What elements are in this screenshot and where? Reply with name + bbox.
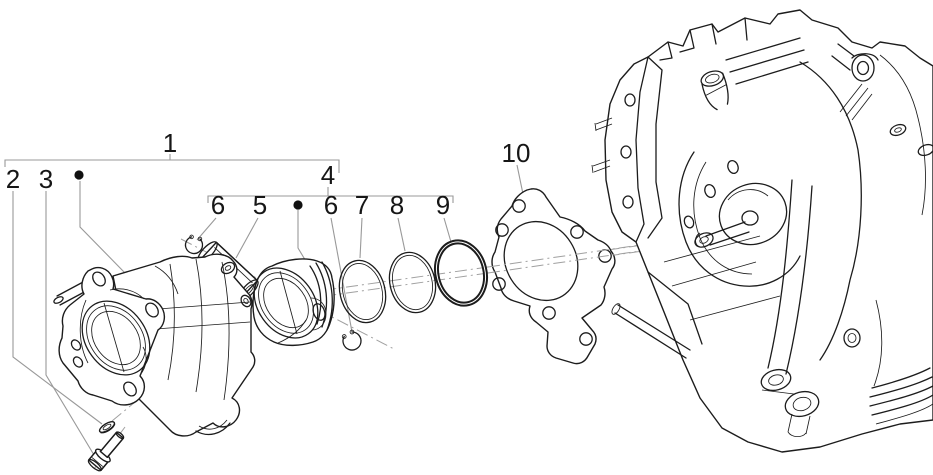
leader-6-first — [196, 217, 217, 241]
cylinder-bore — [81, 300, 151, 376]
gasket-outline — [491, 188, 616, 365]
piston-crown — [253, 267, 319, 339]
bullet-marker-1 — [74, 170, 84, 180]
leader-bullet-1 — [79, 181, 127, 275]
compression-ring-1-drawing — [338, 259, 387, 324]
piston-pin-hole — [312, 303, 326, 321]
callout-8: 8 — [390, 190, 404, 220]
callout-3: 3 — [39, 164, 53, 194]
callout-10: 10 — [502, 138, 531, 168]
callout-7: 7 — [355, 190, 369, 220]
screw-drawing — [87, 431, 125, 472]
leader-9 — [443, 217, 452, 243]
cylinder-drawing — [53, 253, 256, 437]
callout-6-second: 6 — [324, 190, 338, 220]
bracket-1 — [4, 159, 340, 173]
bullet-marker-2 — [293, 200, 303, 210]
leader-bullet-2 — [297, 210, 308, 264]
leader-5 — [235, 217, 259, 259]
leader-3 — [45, 191, 95, 456]
callout-4: 4 — [321, 160, 335, 190]
circlip-first-drawing — [184, 234, 204, 255]
callout-1: 1 — [163, 128, 177, 158]
leader-8 — [397, 217, 406, 252]
oil-scraper-ring-drawing — [433, 239, 489, 307]
callout-5: 5 — [253, 190, 267, 220]
compression-ring-2-drawing — [388, 251, 437, 314]
circlip-second-drawing — [341, 329, 362, 351]
gasket-bore — [503, 220, 579, 302]
callout-9: 9 — [436, 190, 450, 220]
callout-2: 2 — [6, 164, 20, 194]
callout-labels: 1 2 3 4 6 5 6 7 8 9 10 — [6, 128, 531, 220]
leader-10 — [516, 164, 524, 195]
washer-drawing — [98, 420, 116, 434]
cooling-fins — [869, 367, 933, 425]
piston-drawing — [252, 258, 335, 347]
leader-2 — [12, 191, 103, 425]
leader-7 — [359, 217, 363, 259]
bracket-4 — [207, 195, 454, 203]
engine-crankcase-drawing — [591, 9, 933, 453]
cylinder-gasket-drawing — [491, 188, 616, 365]
callout-6-first: 6 — [211, 190, 225, 220]
